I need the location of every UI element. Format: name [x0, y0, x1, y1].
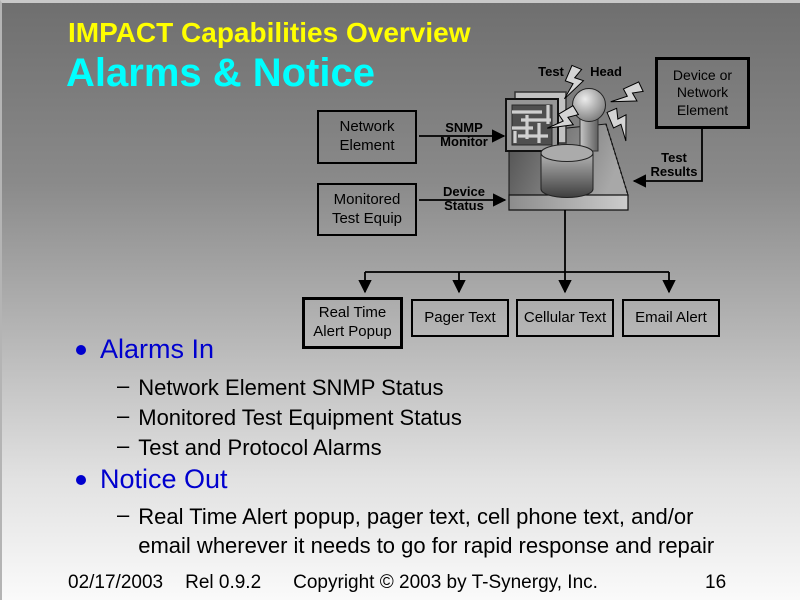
platform-graphic: [508, 123, 629, 211]
sub-bullet-item: – Monitored Test Equipment Status: [117, 403, 462, 430]
cellular-text-box: Cellular Text: [516, 299, 614, 337]
snmp-monitor-label: SNMP Monitor: [440, 120, 488, 149]
footer-copyright: Copyright © 2003 by T-Synergy, Inc.: [293, 572, 598, 593]
head-label: Head: [590, 64, 622, 79]
bullet-notice-out: Notice Out: [76, 464, 228, 495]
email-alert-box: Email Alert: [622, 299, 720, 337]
lightning-bolt-icon: [609, 77, 648, 115]
test-label: Test: [538, 64, 564, 79]
dash-bullet-icon: –: [117, 433, 130, 458]
network-element-box: Network Element: [317, 110, 417, 164]
monitored-test-equip-box: Monitored Test Equip: [317, 183, 417, 236]
test-results-label: Test Results: [650, 150, 698, 179]
page-title: Alarms & Notice: [66, 51, 375, 95]
sub-bullet-item: – Network Element SNMP Status: [117, 373, 444, 400]
bullet-dot-icon: [76, 475, 86, 485]
dash-bullet-icon: –: [117, 502, 130, 527]
slide-footer: 02/17/2003 Rel 0.9.2 Copyright © 2003 by…: [68, 572, 598, 594]
bullet-alarms-in: Alarms In: [76, 334, 214, 365]
bullet-title: Notice Out: [100, 464, 228, 494]
maze-cube-icon: [505, 91, 567, 152]
page-number: 16: [705, 572, 727, 593]
device-status-label: Device Status: [443, 184, 485, 213]
bullet-dot-icon: [76, 345, 86, 355]
sub-bullet-item: – Test and Protocol Alarms: [117, 433, 382, 460]
lightning-bolt-icon: [602, 103, 640, 143]
dash-bullet-icon: –: [117, 403, 130, 428]
cylinder-icon: [540, 144, 594, 198]
sub-bullet-item: – Real Time Alert popup, pager text, cel…: [117, 502, 715, 558]
slide-kicker: IMPACT Capabilities Overview: [68, 17, 471, 48]
device-or-network-element-box: Device or Network Element: [655, 57, 750, 129]
footer-date: 02/17/2003: [68, 572, 164, 593]
pager-text-box: Pager Text: [411, 299, 509, 337]
real-time-alert-popup-box: Real Time Alert Popup: [302, 297, 403, 349]
dash-bullet-icon: –: [117, 373, 130, 398]
lightning-bolt-icon: [546, 101, 584, 141]
footer-release: Rel 0.9.2: [185, 572, 262, 593]
test-head-sphere-icon: [572, 88, 606, 152]
bullet-title: Alarms In: [100, 334, 215, 364]
